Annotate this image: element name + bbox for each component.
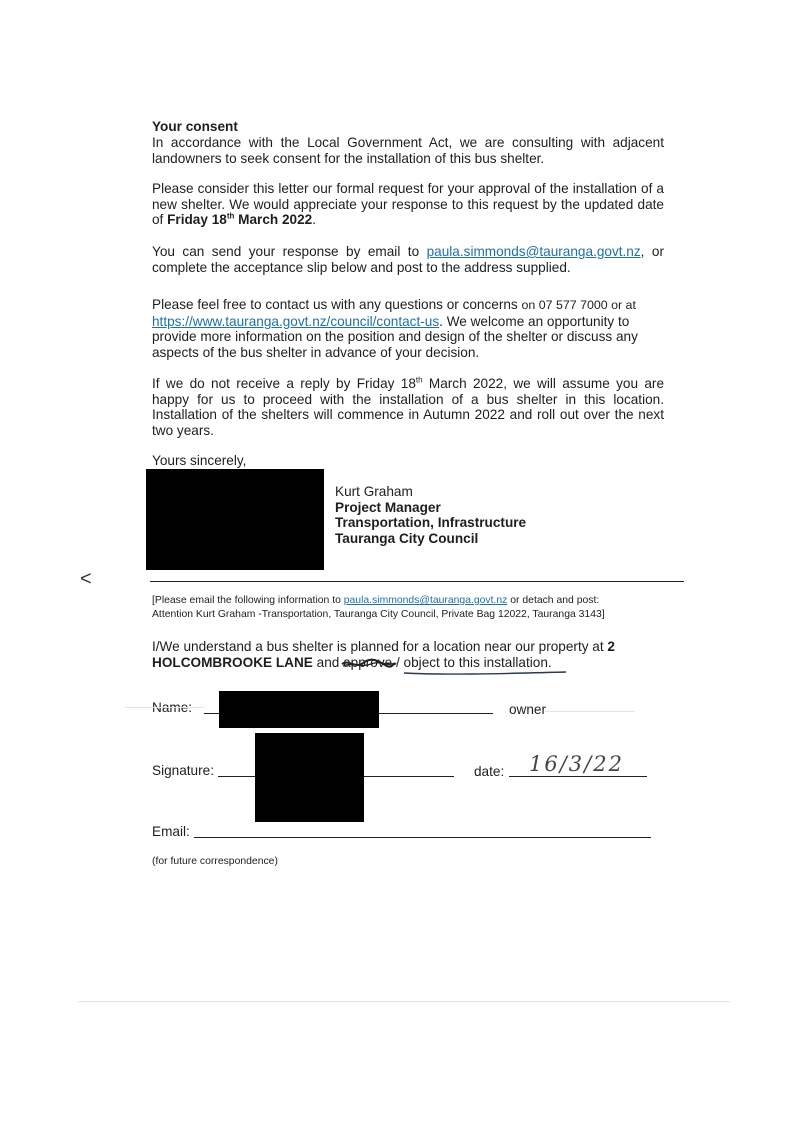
property-address: HOLCOMBROOKE LANE bbox=[152, 654, 313, 670]
signatory-department: Transportation, Infrastructure bbox=[335, 515, 527, 530]
slip-email-link[interactable]: paula.simmonds@tauranga.govt.nz bbox=[343, 595, 508, 606]
closing: Yours sincerely, bbox=[152, 453, 247, 468]
redacted-signature-slip bbox=[255, 733, 364, 822]
paragraph-send-response: You can send your response by email to p… bbox=[152, 244, 665, 275]
date-field[interactable] bbox=[509, 776, 647, 777]
struck-approve: approve bbox=[341, 655, 397, 671]
margin-chevron-mark: < bbox=[80, 568, 92, 590]
redacted-signature bbox=[146, 469, 324, 570]
signatory-title: Project Manager bbox=[335, 500, 441, 515]
handwritten-date: 16/3/22 bbox=[529, 752, 624, 776]
email-field[interactable] bbox=[194, 837, 651, 838]
scan-artifact-line bbox=[125, 707, 205, 708]
date-label: date: bbox=[474, 764, 505, 779]
email-footnote: (for future correspondence) bbox=[152, 856, 278, 867]
section-heading: Your consent bbox=[152, 119, 238, 134]
signature-label: Signature: bbox=[152, 763, 214, 778]
email-label: Email: bbox=[152, 824, 190, 839]
slip-statement: I/We understand a bus shelter is planned… bbox=[152, 639, 615, 671]
scribble-strike-mark bbox=[341, 658, 397, 668]
signatory-organisation: Tauranga City Council bbox=[335, 531, 479, 546]
contact-us-link[interactable]: https://www.tauranga.govt.nz/council/con… bbox=[152, 313, 440, 329]
response-deadline: Friday 18th March 2022 bbox=[167, 211, 313, 228]
signatory-name: Kurt Graham bbox=[335, 484, 413, 499]
scan-fold-line bbox=[78, 1001, 730, 1002]
slip-instructions: [Please email the following information … bbox=[152, 595, 605, 620]
paragraph-contact: Please feel free to contact us with any … bbox=[152, 297, 638, 360]
paragraph-no-reply: If we do not receive a reply by Friday 1… bbox=[152, 375, 665, 438]
paragraph-formal-request: Please consider this letter our formal r… bbox=[152, 181, 664, 228]
detach-line bbox=[150, 581, 684, 582]
scan-artifact-line bbox=[545, 711, 635, 712]
email-link[interactable]: paula.simmonds@tauranga.govt.nz bbox=[426, 244, 641, 259]
owner-label: owner bbox=[509, 702, 547, 717]
redacted-name bbox=[219, 691, 379, 728]
paragraph-consultation: In accordance with the Local Government … bbox=[152, 135, 664, 166]
handwritten-underline bbox=[403, 671, 567, 675]
